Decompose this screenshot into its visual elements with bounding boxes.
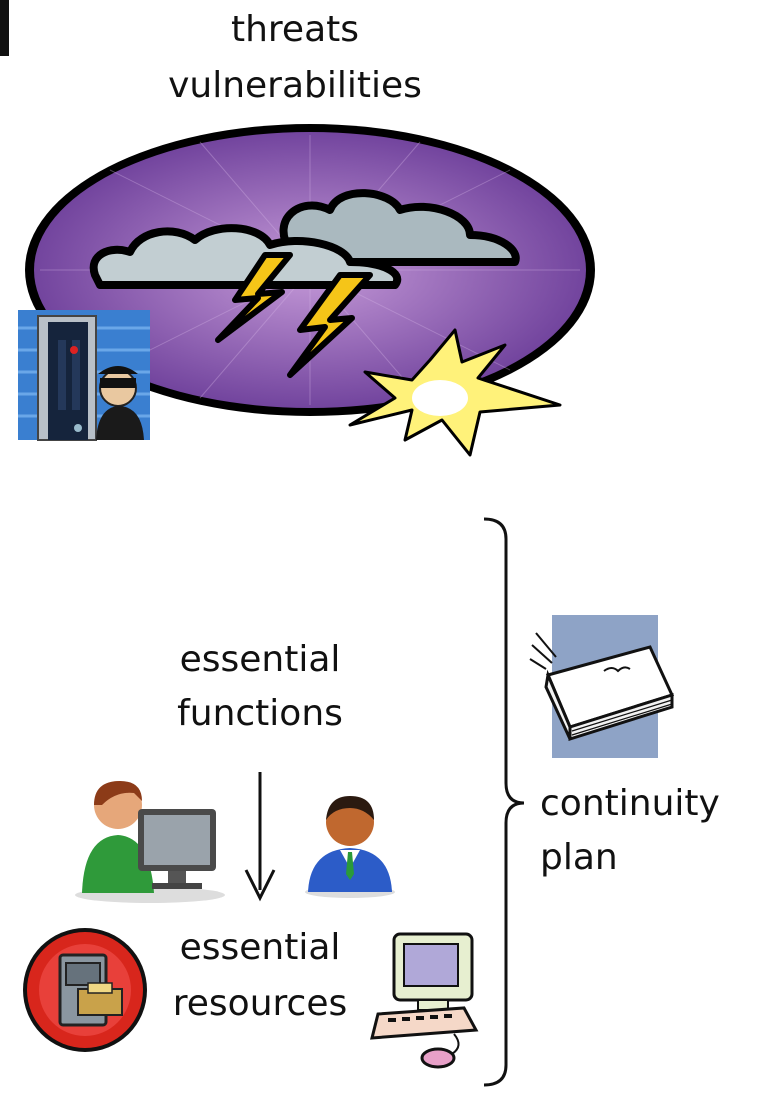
- continuity-plan-label-1: continuity: [540, 783, 720, 824]
- person-computer-icon: [75, 781, 225, 903]
- down-arrow-icon: [244, 772, 276, 902]
- filing-cabinet-icon: [23, 928, 147, 1052]
- desktop-computer-icon: [370, 932, 479, 1069]
- threats-label: threats: [230, 9, 360, 50]
- businessman-icon: [305, 796, 395, 898]
- brace-icon: [483, 517, 525, 1087]
- essential-functions-label-1: essential: [179, 639, 341, 680]
- essential-functions-label-2: functions: [177, 693, 343, 734]
- storm-cloud-icon: [25, 124, 595, 457]
- burglar-icon: [18, 310, 150, 441]
- continuity-plan-label-2: plan: [540, 837, 618, 878]
- corner-marker: [0, 0, 9, 56]
- essential-resources-label-2: resources: [172, 983, 348, 1024]
- book-icon: [529, 615, 675, 758]
- burst-icon: [348, 328, 562, 457]
- lightning-icon: [215, 252, 373, 378]
- essential-resources-label-1: essential: [179, 927, 341, 968]
- vulnerabilities-label: vulnerabilities: [168, 65, 422, 106]
